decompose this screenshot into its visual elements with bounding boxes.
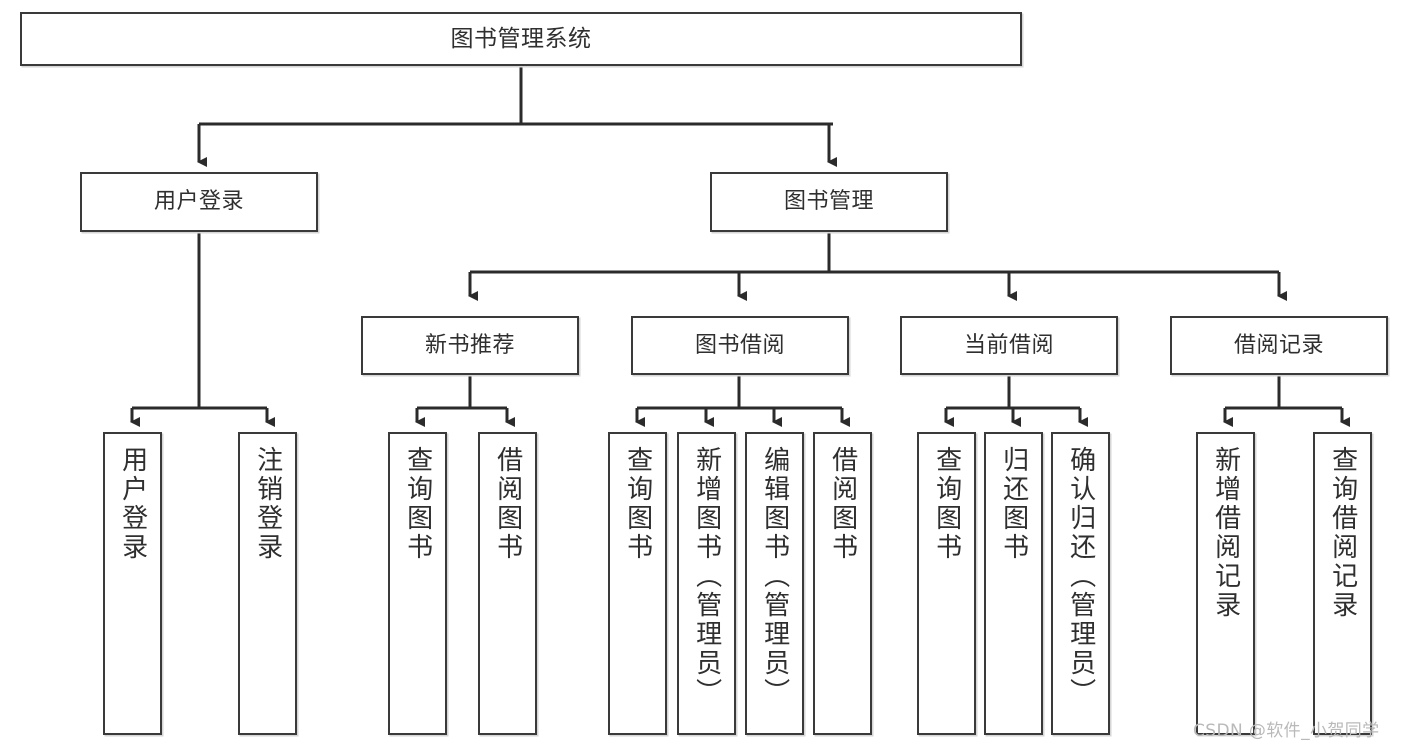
node-label: 新书推荐	[424, 332, 515, 358]
leaf-edit-book-admin[interactable]: 编辑图书（管理员）	[745, 432, 804, 735]
node-root-book-management-system[interactable]: 图书管理系统	[20, 12, 1022, 66]
node-label: 确认归还（管理员）	[1065, 446, 1096, 707]
node-label: 借阅图书	[827, 446, 858, 562]
node-label: 编辑图书（管理员）	[759, 446, 790, 707]
node-label: 归还图书	[998, 446, 1029, 562]
leaf-query-borrow-record[interactable]: 查询借阅记录	[1313, 432, 1372, 735]
node-book-management[interactable]: 图书管理	[710, 172, 948, 232]
node-book-borrow[interactable]: 图书借阅	[631, 316, 849, 375]
node-label: 查询图书	[622, 446, 653, 562]
node-label: 图书管理系统	[450, 25, 592, 52]
node-new-book-recommend[interactable]: 新书推荐	[361, 316, 579, 375]
node-borrow-record[interactable]: 借阅记录	[1170, 316, 1388, 375]
node-label: 图书管理	[783, 189, 874, 215]
node-label: 新增借阅记录	[1210, 446, 1241, 620]
node-label: 新增图书（管理员）	[691, 446, 722, 707]
leaf-borrow-book[interactable]: 借阅图书	[813, 432, 872, 735]
node-label: 用户登录	[117, 446, 148, 562]
node-label: 查询图书	[402, 446, 433, 562]
leaf-add-book-admin[interactable]: 新增图书（管理员）	[677, 432, 736, 735]
node-label: 查询图书	[931, 446, 962, 562]
leaf-user-login[interactable]: 用户登录	[103, 432, 162, 735]
node-label: 用户登录	[153, 189, 244, 215]
node-label: 查询借阅记录	[1327, 446, 1358, 620]
leaf-borrow-book-recommend[interactable]: 借阅图书	[478, 432, 537, 735]
leaf-query-book-recommend[interactable]: 查询图书	[388, 432, 447, 735]
leaf-return-book[interactable]: 归还图书	[984, 432, 1043, 735]
node-label: 图书借阅	[694, 332, 785, 358]
node-current-borrow[interactable]: 当前借阅	[900, 316, 1118, 375]
leaf-add-borrow-record[interactable]: 新增借阅记录	[1196, 432, 1255, 735]
leaf-logout[interactable]: 注销登录	[238, 432, 297, 735]
leaf-query-book-current[interactable]: 查询图书	[917, 432, 976, 735]
node-label: 注销登录	[252, 446, 283, 562]
node-label: 借阅图书	[492, 446, 523, 562]
leaf-confirm-return-admin[interactable]: 确认归还（管理员）	[1051, 432, 1110, 735]
csdn-watermark: CSDN @软件_小贺同学	[1193, 721, 1380, 741]
node-label: 借阅记录	[1233, 332, 1324, 358]
node-label: 当前借阅	[963, 332, 1054, 358]
node-user-login[interactable]: 用户登录	[80, 172, 318, 232]
leaf-query-book-borrow[interactable]: 查询图书	[608, 432, 667, 735]
